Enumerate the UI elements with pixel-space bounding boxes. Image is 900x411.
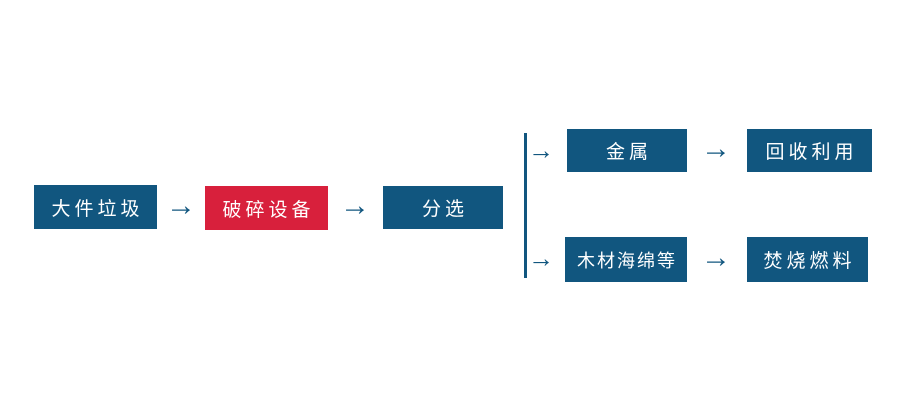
flow-arrow-icon: →: [701, 240, 731, 274]
node-metal: 金属: [567, 129, 687, 172]
flow-arrow-icon: →: [701, 131, 731, 165]
node-incineration-fuel: 焚烧燃料: [747, 237, 868, 282]
flow-arrow-icon: →: [340, 188, 370, 222]
branch-arrow-icon-bottom: →: [528, 242, 554, 273]
node-sorting: 分选: [383, 186, 503, 229]
branch-arrow-icon-top: →: [528, 134, 554, 165]
branch-bracket-line: [524, 133, 527, 278]
node-crushing-equipment: 破碎设备: [205, 186, 328, 230]
flow-arrow-icon: →: [166, 188, 196, 222]
node-wood-sponge-etc: 木材海绵等: [565, 237, 687, 282]
node-recycling: 回收利用: [747, 129, 872, 172]
node-bulky-waste: 大件垃圾: [34, 185, 157, 229]
